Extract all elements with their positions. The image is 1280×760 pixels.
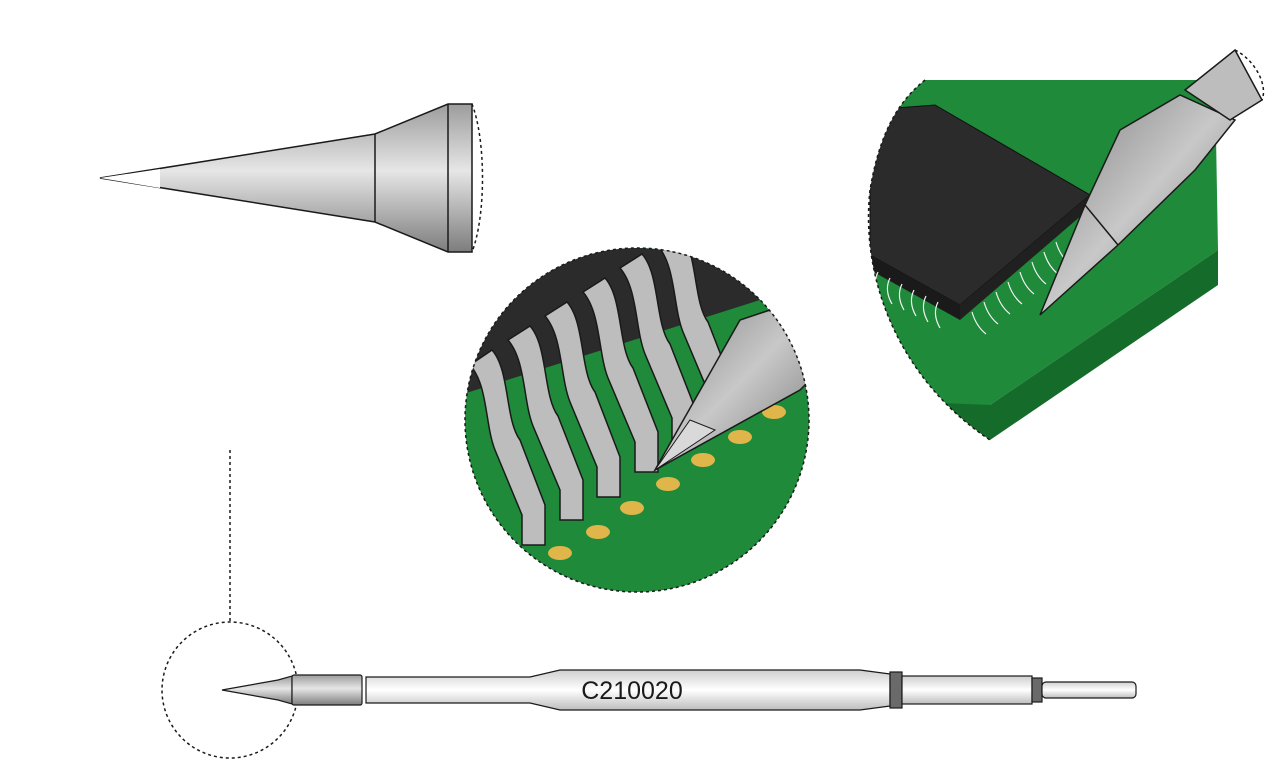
ic-on-pcb-icon xyxy=(867,48,1265,441)
conical-tip-icon xyxy=(99,103,484,253)
part-number-label: C210020 xyxy=(581,677,682,705)
ic-pins-magnified-icon xyxy=(464,247,810,593)
soldering-cartridge-icon: C210020 xyxy=(161,450,1137,759)
